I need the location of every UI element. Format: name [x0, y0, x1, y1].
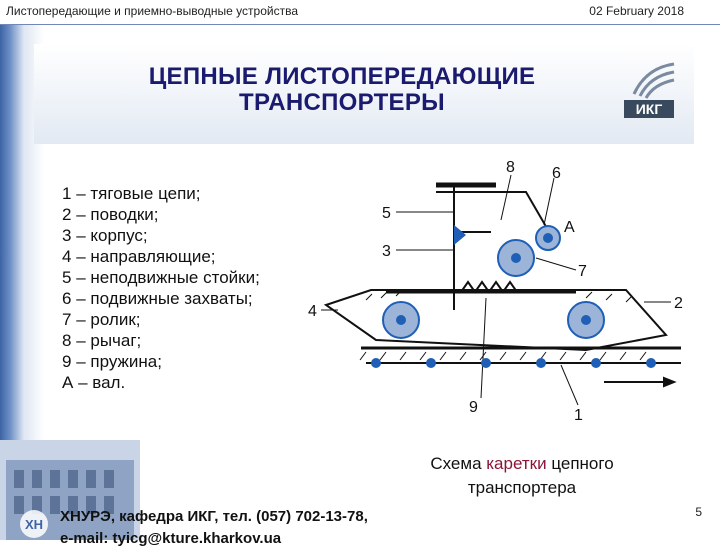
header-divider [0, 24, 720, 25]
legend-item: 5 – неподвижные стойки; [62, 268, 260, 287]
legend-item: 9 – пружина; [62, 352, 162, 371]
diagram-label-3: 3 [382, 243, 391, 260]
diagram-label-4: 4 [308, 303, 317, 320]
diagram-caption: Схема каретки цепного транспортера [430, 454, 614, 497]
logo-label: ИКГ [636, 101, 663, 117]
legend-item: 8 – рычаг; [62, 331, 142, 350]
page-number: 5 [695, 505, 702, 519]
title-band [34, 44, 694, 144]
legend-item: 6 – подвижные захваты; [62, 289, 253, 308]
legend-item: 4 – направляющие; [62, 247, 216, 266]
diagram-label-1: 1 [574, 407, 583, 424]
slide-title-line1: ЦЕПНЫЕ ЛИСТОПЕРЕДАЮЩИЕ [148, 63, 536, 90]
diagram-label-9: 9 [469, 399, 478, 416]
ikg-logo-icon: ИКГ [624, 62, 675, 118]
header-date: 02 February 2018 [589, 4, 684, 18]
footer-contact-line2: e-mail: tyicg@kture.kharkov.ua [60, 530, 282, 547]
legend-item: 7 – ролик; [62, 310, 141, 329]
diagram-label-A: А [564, 219, 575, 236]
legend-list: 1 – тяговые цепи; 2 – поводки; 3 – корпу… [62, 183, 260, 393]
diagram-label-8: 8 [506, 159, 515, 176]
diagram-label-5: 5 [382, 205, 391, 222]
slide-title: ЦЕПНЫЕ ЛИСТОПЕРЕДАЮЩИЕ ТРАНСПОРТЕРЫ [82, 64, 602, 116]
university-building-image: ХН [0, 440, 140, 540]
diagram-label-2: 2 [674, 295, 683, 312]
slide-title-line2: ТРАНСПОРТЕРЫ [239, 89, 445, 116]
header-course-title: Листопередающие и приемно-выводные устро… [6, 4, 298, 18]
footer-contact-line1: ХНУРЭ, кафедра ИКГ, тел. (057) 702-13-78… [60, 508, 368, 525]
legend-item: 1 – тяговые цепи; [62, 184, 201, 203]
carriage-diagram: 5 3 4 2 8 6 А 7 9 1 [308, 159, 683, 424]
diagram-label-6: 6 [552, 165, 561, 182]
legend-item: 2 – поводки; [62, 205, 159, 224]
diagram-label-7: 7 [578, 263, 587, 280]
legend-item: 3 – корпус; [62, 226, 148, 245]
caption-accent-word: каретки [486, 454, 547, 473]
svg-text:ХН: ХН [25, 517, 43, 532]
legend-item: А – вал. [62, 373, 126, 392]
